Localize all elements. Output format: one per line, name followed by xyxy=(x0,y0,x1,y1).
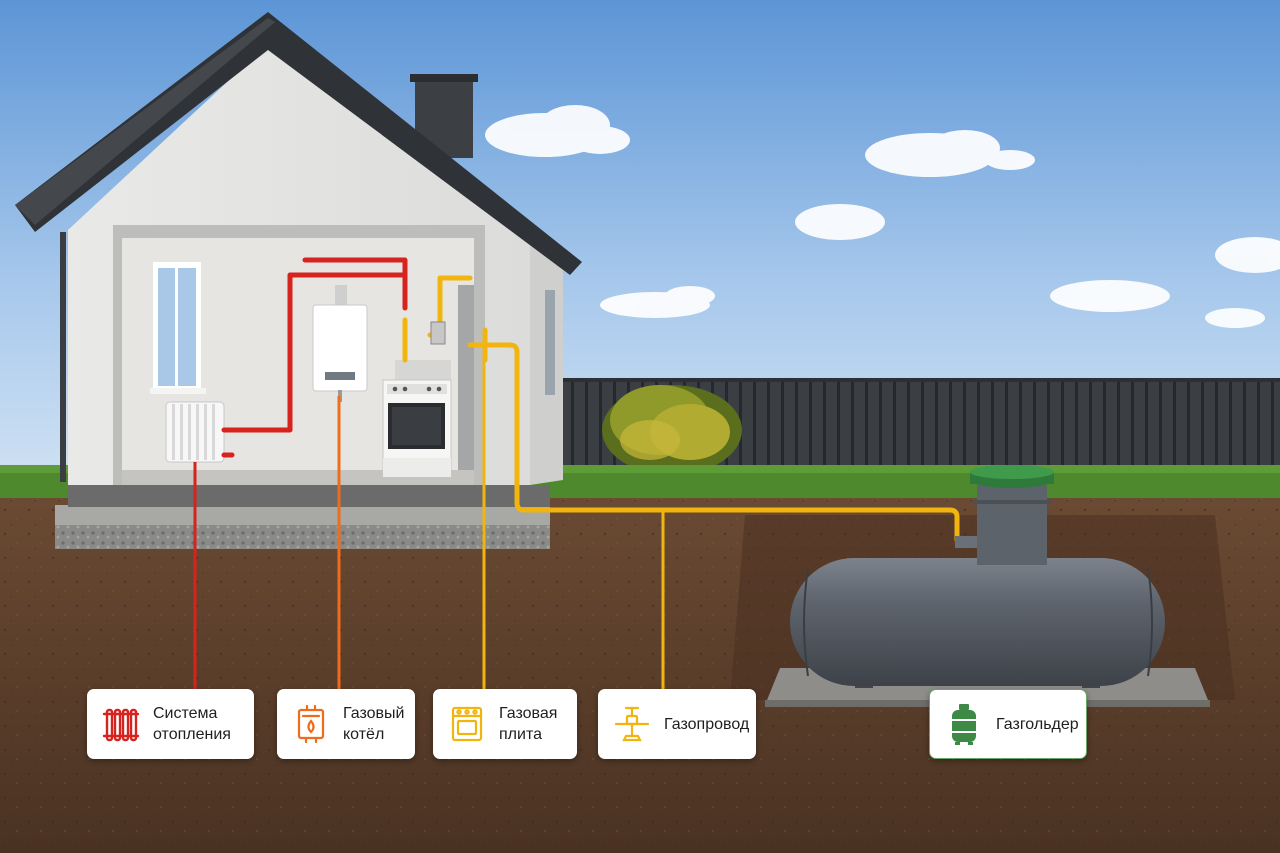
gas-valve-icon xyxy=(612,702,652,746)
gas-stove xyxy=(382,360,452,478)
label-boiler: Газовый котёл xyxy=(343,705,405,743)
label-tank: Газгольдер xyxy=(996,715,1079,733)
label-card-heating: Система отопления xyxy=(87,689,254,759)
label-heating: Система отопления xyxy=(153,705,231,743)
radiator-icon xyxy=(101,702,141,746)
gas-pipes xyxy=(402,275,960,543)
label-stove: Газовая плита xyxy=(499,705,558,743)
label-card-stove: Газовая плита xyxy=(433,689,577,759)
leader-lines xyxy=(193,360,665,690)
gas-tank xyxy=(790,465,1165,688)
label-card-boiler: Газовый котёл xyxy=(277,689,415,759)
label-card-pipeline: Газопровод xyxy=(598,689,756,759)
clouds xyxy=(485,105,1280,328)
gas-tank-icon xyxy=(944,702,984,746)
gas-meter xyxy=(430,321,446,345)
stove-icon xyxy=(447,702,487,746)
label-pipeline: Газопровод xyxy=(664,715,750,733)
radiator xyxy=(165,401,225,463)
bush xyxy=(602,385,742,475)
boiler-icon xyxy=(291,702,331,746)
heating-pipes xyxy=(221,257,408,458)
label-card-tank: Газгольдер xyxy=(929,689,1087,759)
